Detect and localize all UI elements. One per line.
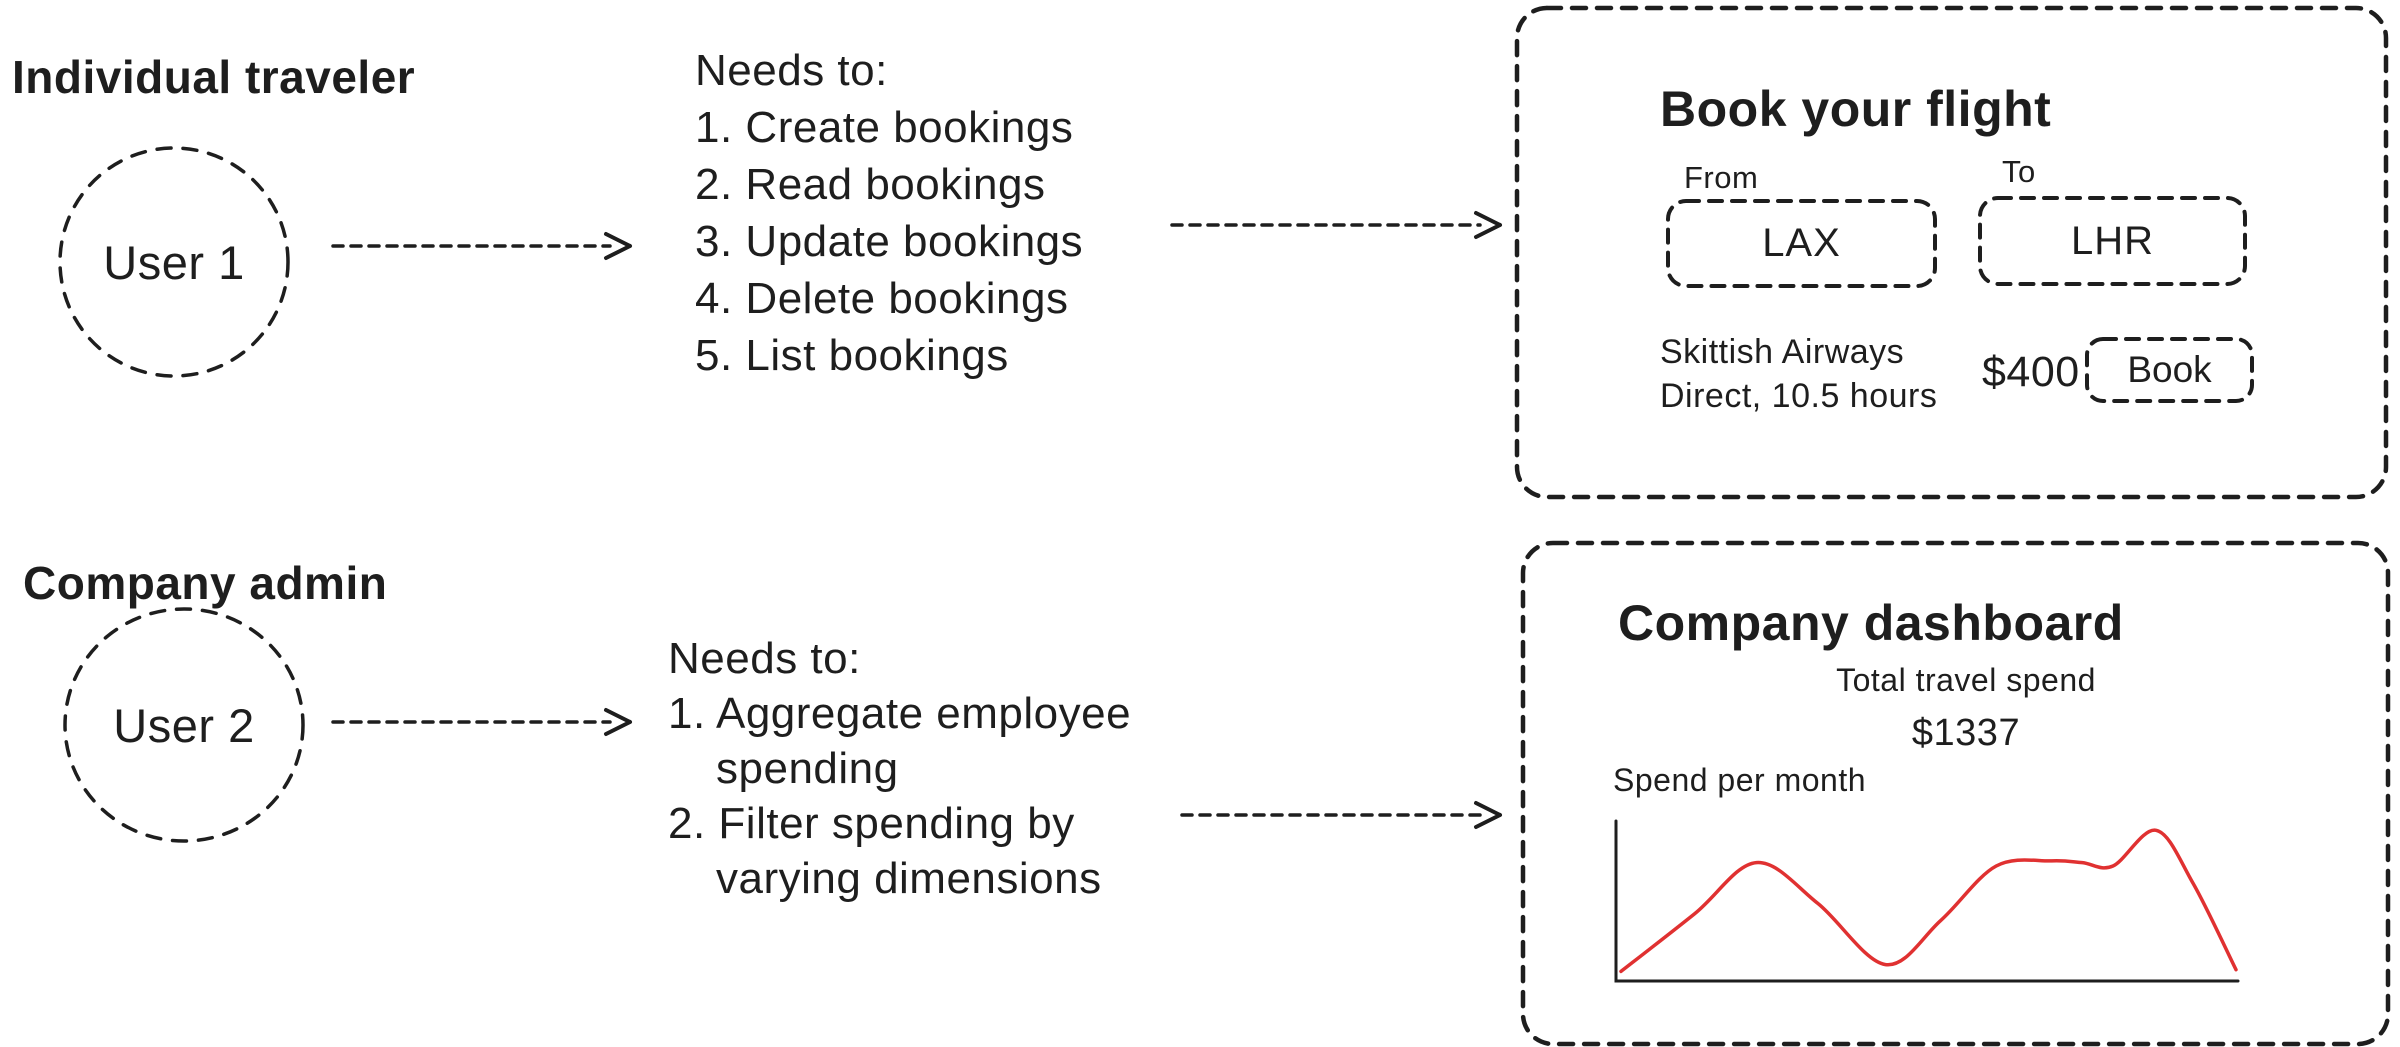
admin-needs-list: Needs to: 1. Aggregate employee spending… <box>668 631 1131 906</box>
need-item: 1. Create bookings <box>695 103 1074 152</box>
dashboard-panel-title: Company dashboard <box>1618 595 2124 651</box>
flight-info: Skittish Airways Direct, 10.5 hours <box>1660 330 1937 418</box>
chart-title: Spend per month <box>1613 762 1866 798</box>
flight-info-details: Direct, 10.5 hours <box>1660 377 1938 415</box>
chart-axes <box>1614 819 2240 983</box>
to-label: To <box>2002 154 2036 189</box>
dashboard-panel-box <box>1520 540 2391 1047</box>
need-item-continuation: varying dimensions <box>716 854 1102 903</box>
metric-label: Total travel spend <box>1836 662 2096 698</box>
need-item: 4. Delete bookings <box>695 274 1069 323</box>
traveler-role-label: Individual traveler <box>12 51 416 103</box>
dashed-arrow-icon <box>331 232 632 260</box>
from-field-box <box>1666 199 1937 288</box>
book-button-box <box>2085 337 2254 403</box>
need-item: 5. List bookings <box>695 331 1009 380</box>
book-button[interactable]: Book <box>2127 349 2212 390</box>
from-label: From <box>1684 160 1759 195</box>
need-item: 2. Read bookings <box>695 160 1046 209</box>
spend-curve <box>1619 828 2238 974</box>
flight-panel-box <box>1514 5 2389 500</box>
need-item: 1. Aggregate employee <box>668 689 1132 738</box>
user2-circle[interactable] <box>63 607 305 843</box>
dashed-arrow-icon <box>1170 211 1502 239</box>
needs-heading: Needs to: <box>695 46 888 95</box>
needs-heading: Needs to: <box>668 634 861 683</box>
dashed-arrow-icon <box>331 708 632 736</box>
metric-value: $1337 <box>1911 712 2021 754</box>
traveler-needs-list: Needs to: 1. Create bookings 2. Read boo… <box>695 42 1083 384</box>
flight-info-airline: Skittish Airways <box>1660 333 1905 371</box>
flight-price: $400 <box>1982 348 2080 396</box>
user1-label: User 1 <box>103 235 245 289</box>
dashed-arrow-icon <box>1180 801 1502 829</box>
user2-label: User 2 <box>113 698 255 752</box>
to-field[interactable]: LHR <box>2070 218 2155 263</box>
need-item-continuation: spending <box>716 744 899 793</box>
need-item: 2. Filter spending by <box>668 799 1075 848</box>
user1-circle[interactable] <box>58 146 290 378</box>
admin-role-label: Company admin <box>23 557 388 609</box>
flight-panel-title: Book your flight <box>1660 81 2052 137</box>
from-field[interactable]: LAX <box>1762 221 1841 265</box>
to-field-box <box>1978 196 2247 286</box>
total-spend-metric: Total travel spend $1337 <box>1834 662 2098 755</box>
need-item: 3. Update bookings <box>695 217 1084 266</box>
